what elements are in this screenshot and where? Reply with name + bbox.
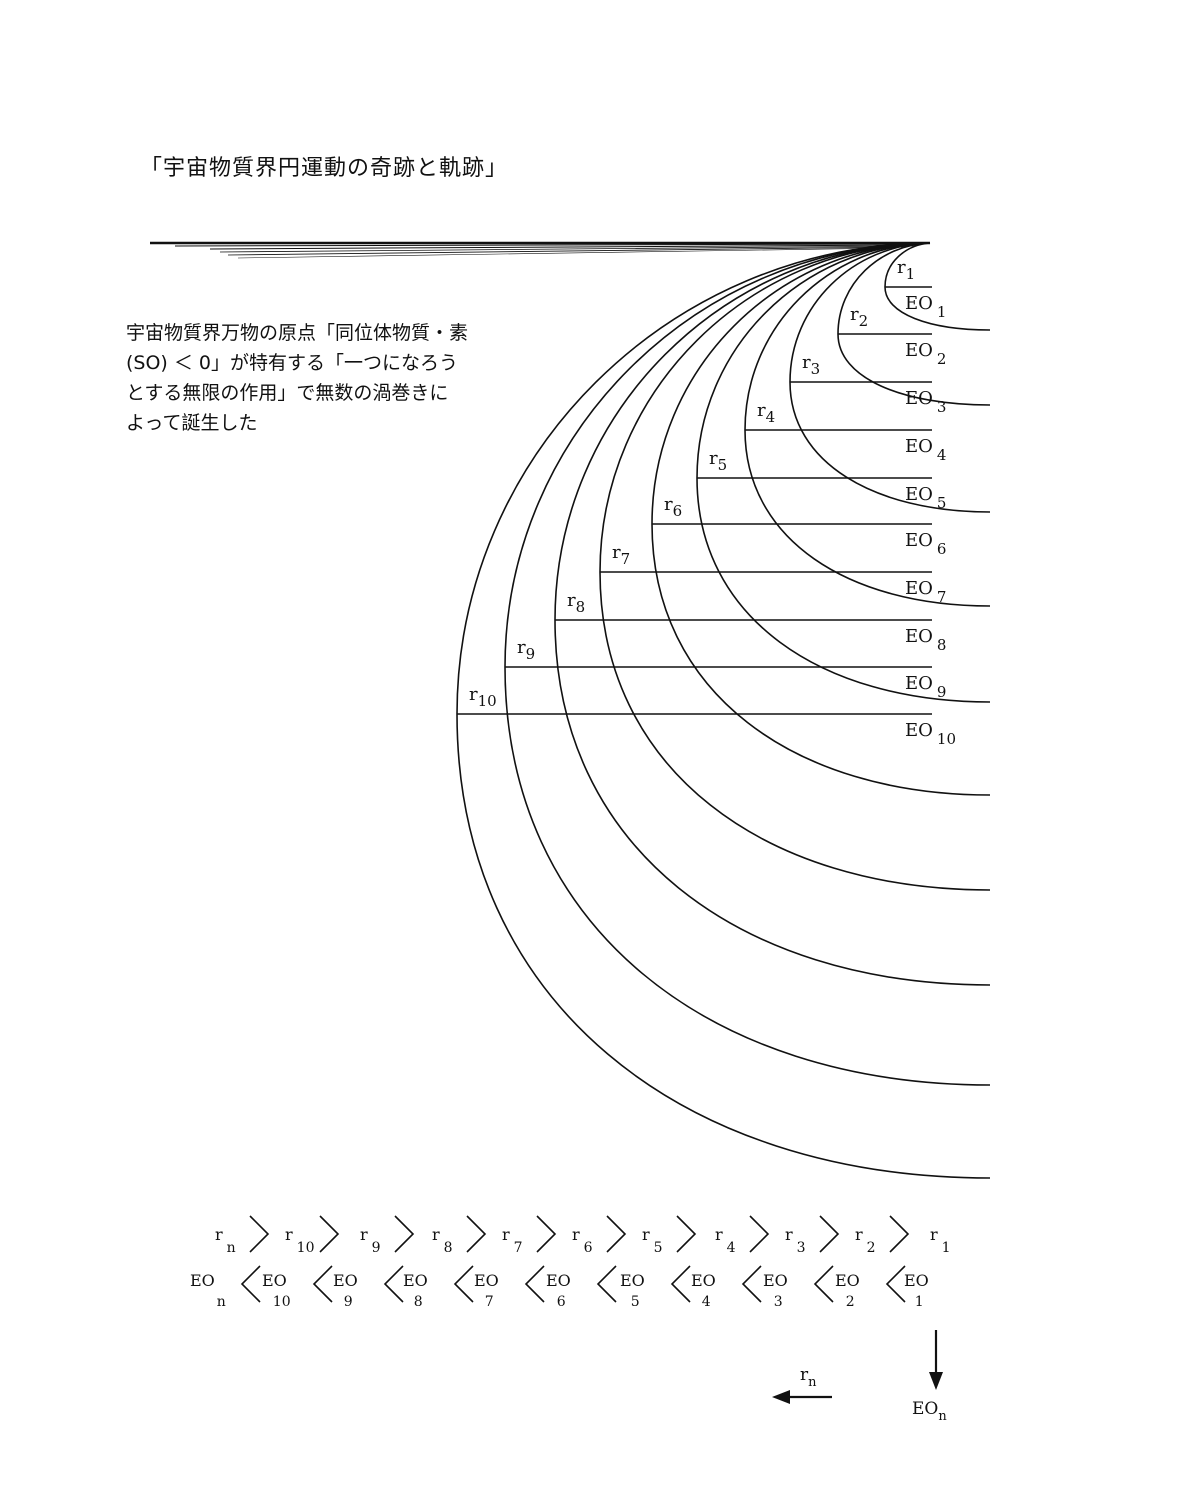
r-sequence-item: r2 [855, 1225, 876, 1256]
r-sequence-item: r5 [642, 1225, 663, 1256]
r-label: r7 [612, 542, 630, 568]
r-label: r1 [897, 257, 915, 283]
greater-than-sign [249, 1215, 270, 1253]
greater-than-sign [319, 1215, 340, 1253]
r-sequence-item: r8 [432, 1225, 453, 1256]
r-label: r6 [664, 494, 682, 520]
less-than-sign [383, 1265, 404, 1303]
less-than-sign [741, 1265, 762, 1303]
r-label: r4 [757, 400, 775, 426]
orbit-arc [456, 242, 991, 1179]
orbit-arcs [456, 242, 991, 1179]
greater-than-sign [676, 1215, 697, 1253]
r-sequence-item: r1 [930, 1225, 951, 1256]
description-text: 宇宙物質界万物の原点「同位体物質・素 (SO) ＜ 0」が特有する「一つになろう… [126, 318, 546, 438]
greater-than-sign [394, 1215, 415, 1253]
less-than-sign [885, 1265, 906, 1303]
legend: rn EOn [772, 1330, 947, 1424]
eo-direction-arrow [929, 1330, 943, 1390]
description-line: 宇宙物質界万物の原点「同位体物質・素 [126, 322, 469, 344]
orbit-arc [884, 242, 991, 331]
r-label: r5 [709, 448, 727, 474]
horizon-line [150, 241, 930, 259]
less-than-sign [524, 1265, 545, 1303]
r-direction-arrow [772, 1390, 832, 1404]
orbit-arc [504, 242, 991, 1086]
r-sequence-item: r6 [572, 1225, 593, 1256]
r-sequence-item: r3 [785, 1225, 806, 1256]
r-label: r8 [567, 590, 585, 616]
greater-than-sign [606, 1215, 627, 1253]
less-than-sign [670, 1265, 691, 1303]
r-sequence-item: r10 [285, 1225, 314, 1256]
greater-than-sign [536, 1215, 557, 1253]
greater-than-sign [466, 1215, 487, 1253]
r-sequence-item: r9 [360, 1225, 381, 1256]
legend-r-label: rn [800, 1365, 817, 1390]
diagram-title: 「宇宙物質界円運動の奇跡と軌跡」 [140, 156, 509, 181]
radius-lines [457, 286, 932, 715]
r-label: r9 [517, 637, 535, 663]
description-line: よって誕生した [126, 412, 258, 434]
eo-sequence-item: EOn [190, 1271, 226, 1310]
description-line: とする無限の作用」で無数の渦巻きに [126, 382, 449, 404]
r-sequence-row: rn r10 r9 r8 r7 r6 r5 r4 r3 r2 r1 [215, 1215, 951, 1256]
r-sequence-item: r4 [715, 1225, 736, 1256]
greater-than-sign [749, 1215, 770, 1253]
r-sequence-item: rn [215, 1225, 236, 1256]
greater-than-sign [819, 1215, 840, 1253]
less-than-sign [813, 1265, 834, 1303]
greater-than-sign [889, 1215, 910, 1253]
less-than-sign [240, 1265, 261, 1303]
less-than-sign [312, 1265, 333, 1303]
r-sequence-item: r7 [502, 1225, 523, 1256]
r-label: r3 [802, 352, 820, 378]
legend-eo-label: EOn [912, 1399, 947, 1424]
less-than-sign [453, 1265, 474, 1303]
less-than-sign [596, 1265, 617, 1303]
r-label: r10 [469, 684, 497, 710]
r-label: r2 [850, 304, 868, 330]
description-line: (SO) ＜ 0」が特有する「一つになろう [126, 352, 459, 374]
